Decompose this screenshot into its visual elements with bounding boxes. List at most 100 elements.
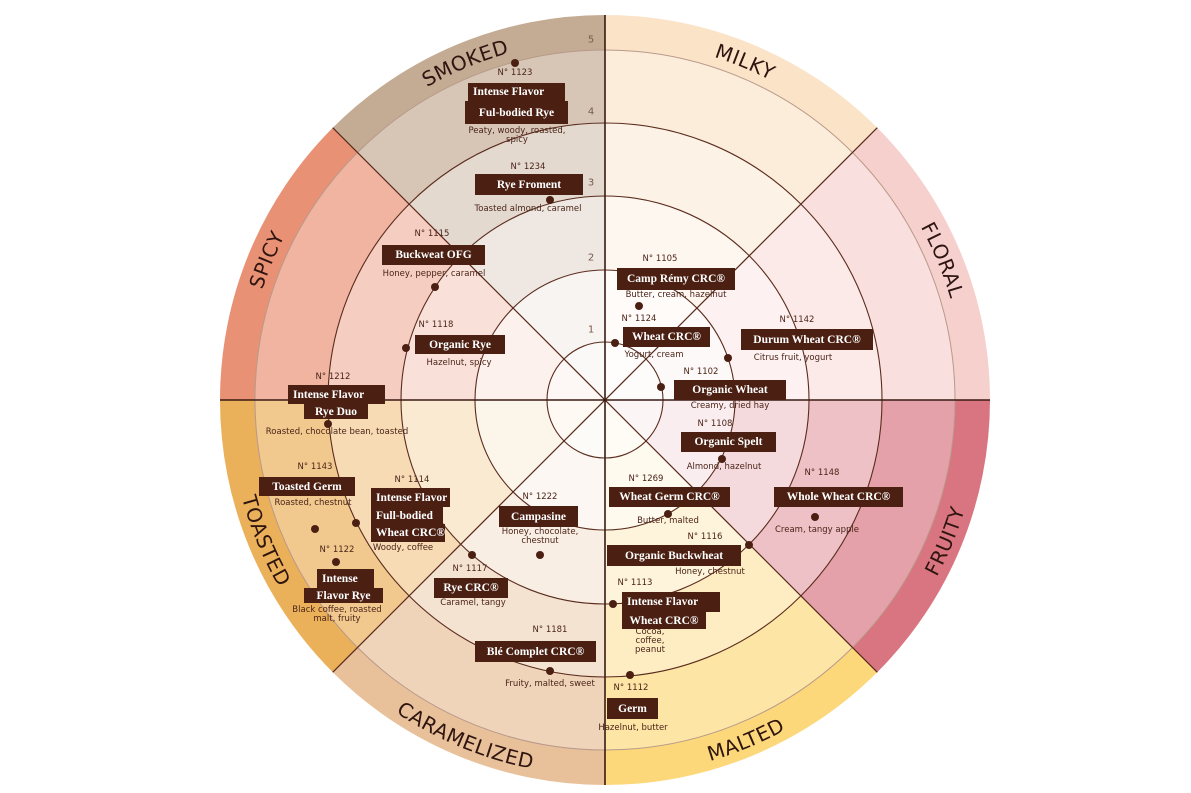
sector-zone (332, 15, 605, 153)
product-number: N° 1142 (779, 315, 815, 325)
product-name-label: Whole Wheat CRC® (774, 487, 903, 507)
sector-zone (332, 647, 605, 785)
product-dot (402, 344, 410, 352)
product-name-label: Organic Rye (415, 335, 505, 354)
product-dot (431, 283, 439, 291)
product-name-label: Intense Flavor (622, 592, 720, 612)
product-tasting-notes: Cream, tangy apple (774, 525, 860, 535)
sector-zone (605, 123, 801, 256)
product-tasting-notes: Honey, chestnut (675, 567, 745, 577)
product-number: N° 1269 (628, 474, 664, 484)
sector-zone (357, 595, 605, 750)
product-number: N° 1181 (532, 625, 568, 635)
product-dot (745, 541, 753, 549)
product-tasting-notes: Yogurt, cream (624, 350, 684, 360)
product-number: N° 1114 (394, 475, 430, 485)
product-name-label: Wheat CRC® (622, 612, 706, 629)
product-name-label: Intense (317, 569, 374, 588)
product-name-label: Ful-bodied Rye (465, 101, 568, 124)
product-dot (811, 513, 819, 521)
product-number: N° 1123 (497, 68, 533, 78)
product-name-label: Intense Flavor (288, 385, 385, 404)
product-tasting-notes: Hazelnut, butter (598, 723, 668, 733)
product-number: N° 1124 (621, 314, 657, 324)
sector-zone (646, 308, 735, 400)
product-tasting-notes: Woody, coffee (372, 543, 434, 553)
product-name-label: Organic Spelt (681, 432, 776, 452)
sector-zone (749, 204, 882, 400)
product-number: N° 1115 (414, 229, 450, 239)
product-tasting-notes: Black coffee, roasted malt, fruity (292, 605, 382, 624)
product-dot (546, 667, 554, 675)
sector-zone (460, 491, 605, 604)
sector-zone (513, 270, 605, 359)
product-tasting-notes: Caramel, tangy (440, 598, 506, 608)
sector-zone (800, 152, 955, 400)
product-name-label: Flavor Rye (304, 588, 383, 603)
product-tasting-notes: Toasted almond, caramel (474, 204, 582, 214)
product-dot (657, 383, 665, 391)
sector-zone (460, 196, 605, 309)
product-number: N° 1117 (452, 564, 488, 574)
sector-zone (255, 152, 410, 400)
sector-zone (220, 400, 358, 673)
product-number: N° 1212 (315, 372, 351, 382)
product-dot (609, 600, 617, 608)
product-tasting-notes: Creamy, dried hay (690, 401, 770, 411)
product-number: N° 1112 (613, 683, 649, 693)
product-name-label: Organic Buckwheat (607, 545, 741, 566)
product-tasting-notes: Almond, hazelnut (686, 462, 762, 472)
product-tasting-notes: Butter, malted (637, 516, 699, 526)
product-number: N° 1148 (804, 468, 840, 478)
product-dot (468, 551, 476, 559)
sector-zone (605, 342, 647, 400)
product-dot (311, 525, 319, 533)
sector-zone (605, 400, 663, 442)
product-name-label: Rye CRC® (434, 578, 508, 598)
intensity-level-label: 1 (587, 324, 595, 336)
product-name-label: Organic Wheat (674, 380, 786, 400)
product-dot (635, 302, 643, 310)
product-name-label: Wheat Germ CRC® (609, 487, 730, 507)
product-name-label: Germ (607, 698, 658, 719)
product-tasting-notes: Cocoa, coffee, peanut (635, 627, 665, 655)
product-tasting-notes: Butter, cream, hazelnut (625, 290, 727, 300)
sector-zone (401, 400, 514, 545)
product-dot (324, 420, 332, 428)
product-name-label: Intense Flavor (371, 488, 450, 507)
product-tasting-notes: Roasted, chestnut (274, 498, 352, 508)
sector-zone (546, 358, 605, 400)
product-dot (718, 455, 726, 463)
sector-zone (605, 358, 663, 400)
product-name-label: Wheat CRC® (371, 524, 445, 542)
sector-zone (800, 400, 955, 648)
sector-zone (546, 400, 605, 442)
product-name-label: Intense Flavor (468, 83, 565, 101)
sector-zone (696, 255, 809, 400)
sector-zone (605, 50, 853, 205)
sector-zone (605, 400, 647, 458)
product-tasting-notes: Peaty, woody, roasted, spicy (468, 126, 566, 145)
sector-zone (852, 400, 990, 673)
sector-zone (852, 127, 990, 400)
product-number: N° 1105 (642, 254, 678, 264)
product-number: N° 1234 (510, 162, 546, 172)
sector-zone (605, 595, 853, 750)
intensity-level-label: 2 (587, 252, 595, 264)
product-number: N° 1143 (297, 462, 333, 472)
product-tasting-notes: Fruity, malted, sweet (505, 679, 595, 689)
product-dot (626, 671, 634, 679)
intensity-level-label: 3 (587, 177, 595, 189)
product-tasting-notes: Roasted, chocolate bean, toasted (265, 427, 409, 437)
sector-zone (401, 255, 514, 400)
product-name-label: Durum Wheat CRC® (741, 329, 873, 350)
intensity-level-label: 5 (587, 34, 595, 46)
sector-zone (563, 400, 605, 458)
product-name-label: Full-bodied (371, 507, 443, 524)
product-number: N° 1222 (522, 492, 558, 502)
product-tasting-notes: Hazelnut, spicy (426, 358, 492, 368)
product-dot (511, 59, 519, 67)
product-dot (536, 551, 544, 559)
